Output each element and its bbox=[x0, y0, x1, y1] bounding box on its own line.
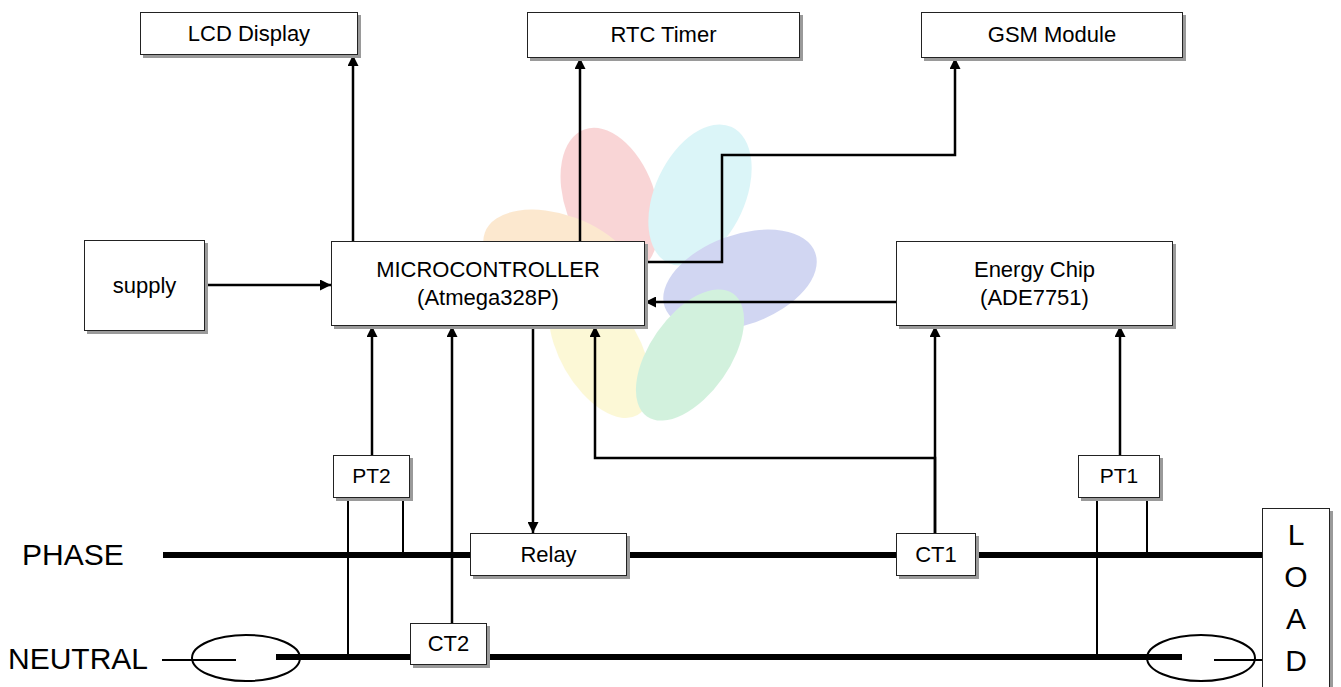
signal-arrow bbox=[451, 326, 454, 623]
neutral-fuse bbox=[1147, 635, 1255, 681]
node-text: RTC Timer bbox=[611, 21, 717, 49]
node-text: Energy Chip (ADE7751) bbox=[955, 256, 1115, 311]
signal-arrow bbox=[579, 58, 582, 241]
energy-chip-box: Energy Chip (ADE7751) bbox=[896, 241, 1173, 326]
display-box: LCD Display bbox=[140, 12, 358, 55]
supply-box: supply bbox=[84, 240, 205, 331]
relay-box: Relay bbox=[470, 533, 627, 576]
transformer-box: PT1 bbox=[1078, 455, 1160, 498]
current-transformer-box: CT1 bbox=[896, 533, 976, 576]
node-text: PT1 bbox=[1100, 463, 1139, 489]
load-box: LOAD bbox=[1262, 508, 1330, 687]
signal-arrow bbox=[205, 284, 331, 287]
node-text: LOAD bbox=[1281, 514, 1311, 682]
signal-arrow bbox=[532, 326, 535, 533]
pt2-lead bbox=[347, 498, 349, 657]
signal-arrow bbox=[645, 58, 955, 262]
node-text: supply bbox=[113, 272, 177, 300]
pt2-lead bbox=[402, 498, 404, 555]
signal-arrow bbox=[645, 301, 896, 304]
phase-line bbox=[163, 552, 1264, 558]
pt1-lead bbox=[1096, 498, 1098, 657]
mains-wiring bbox=[162, 498, 1264, 681]
node-text: CT1 bbox=[915, 541, 957, 569]
node-text: LCD Display bbox=[188, 20, 310, 48]
signal-arrow bbox=[1119, 326, 1122, 455]
node-text: GSM Module bbox=[988, 21, 1116, 49]
neutral-fuse bbox=[192, 635, 300, 681]
signal-arrow bbox=[371, 326, 374, 455]
microcontroller-box: MICROCONTROLLER (Atmega328P) bbox=[331, 241, 645, 326]
current-transformer-box: CT2 bbox=[410, 623, 487, 665]
pt1-lead bbox=[1146, 498, 1148, 555]
node-text: CT2 bbox=[428, 630, 470, 658]
signal-arrow bbox=[352, 55, 355, 241]
wire-label: NEUTRAL bbox=[8, 644, 148, 674]
gsm-box: GSM Module bbox=[921, 12, 1183, 58]
neutral-lead bbox=[1214, 659, 1264, 661]
wire-label: PHASE bbox=[22, 540, 124, 570]
node-text: Relay bbox=[520, 541, 576, 569]
signal-arrow bbox=[595, 326, 935, 533]
neutral-lead bbox=[162, 659, 236, 661]
node-text: MICROCONTROLLER (Atmega328P) bbox=[357, 256, 619, 311]
timer-box: RTC Timer bbox=[527, 12, 800, 58]
transformer-box: PT2 bbox=[333, 455, 410, 498]
node-text: PT2 bbox=[352, 463, 391, 489]
